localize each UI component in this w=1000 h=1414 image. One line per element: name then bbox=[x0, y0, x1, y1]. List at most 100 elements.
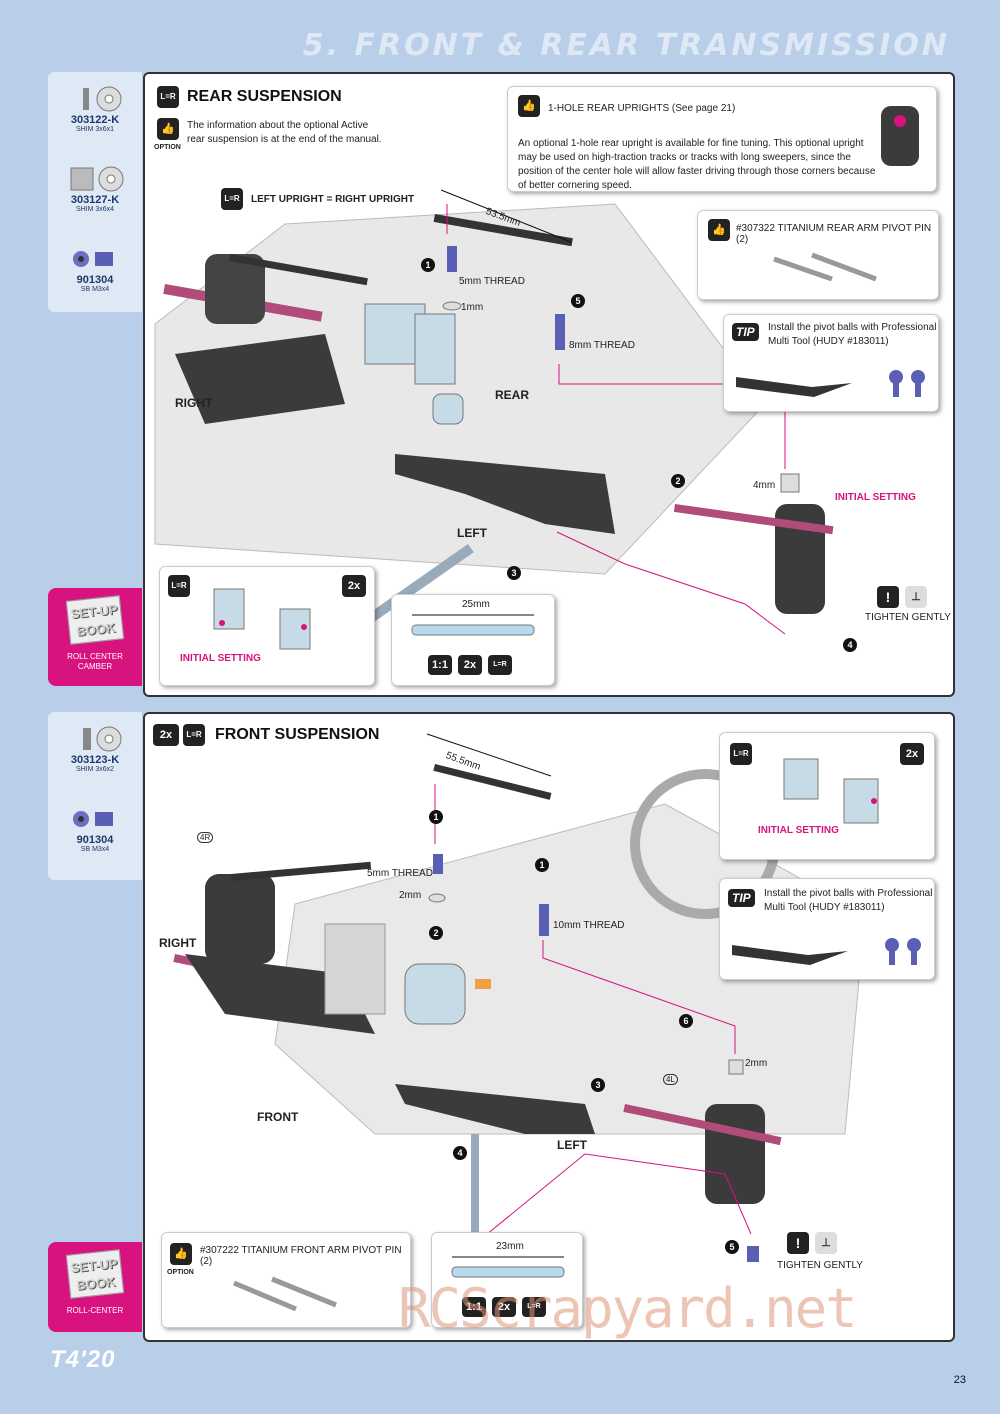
times-badge: 2x bbox=[900, 743, 924, 765]
lr-icon: L=R bbox=[168, 575, 190, 597]
rear-pin-box: 👍 #307322 TITANIUM REAR ARM PIVOT PIN (2… bbox=[697, 210, 939, 300]
step-2: 2 bbox=[671, 474, 685, 488]
option-label: OPTION bbox=[167, 1269, 194, 1276]
multitool-illustration bbox=[732, 938, 921, 965]
front-title: FRONT SUSPENSION bbox=[215, 726, 380, 743]
front-shim6: 2mm bbox=[745, 1058, 768, 1069]
times-badge: 2x bbox=[153, 724, 179, 746]
front-inset-box: L=R 2x INITIAL SETTING bbox=[719, 732, 935, 860]
upright-illustration bbox=[881, 106, 919, 166]
front-label: FRONT bbox=[257, 1110, 299, 1124]
option-title: 1-HOLE REAR UPRIGHTS (See page 21) bbox=[548, 103, 736, 114]
rear-title: REAR SUSPENSION bbox=[187, 88, 342, 105]
left-label: LEFT bbox=[457, 526, 487, 540]
pin-box-text: #307222 TITANIUM FRONT ARM PIVOT PIN (2) bbox=[200, 1245, 402, 1267]
step-3: 3 bbox=[507, 566, 521, 580]
right-label: RIGHT bbox=[175, 396, 213, 410]
page-number: 23 bbox=[953, 1374, 966, 1386]
pin-illustration bbox=[773, 252, 877, 282]
rear-pin-length-box: 25mm 1:1 2x L=R bbox=[391, 594, 555, 686]
option-text: An optional 1-hole rear upright is avail… bbox=[518, 138, 876, 191]
watermark: RCScrapyard.net bbox=[398, 1277, 858, 1340]
pin-box-text: #307322 TITANIUM REAR ARM PIVOT PIN (2) bbox=[736, 223, 932, 245]
warning-icon: ! bbox=[787, 1232, 809, 1254]
inset-initial: INITIAL SETTING bbox=[758, 825, 839, 836]
scale-badge: 1:1 bbox=[462, 1297, 486, 1317]
front-right-label: RIGHT bbox=[159, 936, 197, 950]
l4-label: 4L bbox=[663, 1074, 678, 1085]
step-3: 3 bbox=[591, 1078, 605, 1092]
front-left-label: LEFT bbox=[557, 1138, 587, 1152]
option-box-uprights: 👍 1-HOLE REAR UPRIGHTS (See page 21) An … bbox=[507, 86, 937, 192]
thumb-icon: 👍 bbox=[708, 219, 730, 241]
times-badge: 2x bbox=[342, 575, 366, 597]
front-tip-box: TIP Install the pivot balls with Profess… bbox=[719, 878, 935, 980]
inset-initial: INITIAL SETTING bbox=[180, 653, 261, 664]
lr-icon: L=R bbox=[221, 188, 243, 210]
lr-icon: L=R bbox=[183, 724, 205, 746]
rear-inset-box: L=R 2x INITIAL SETTING bbox=[159, 566, 375, 686]
step-1: 1 bbox=[421, 258, 435, 272]
step-6: 6 bbox=[679, 1014, 693, 1028]
front-thread1: 5mm THREAD bbox=[367, 868, 433, 879]
lr-icon: L=R bbox=[157, 86, 179, 108]
rear-shim4: 4mm bbox=[753, 480, 776, 491]
screw-icon: ⊥ bbox=[815, 1232, 837, 1254]
pin-drawing bbox=[451, 1256, 565, 1278]
thumb-icon: 👍 bbox=[518, 95, 540, 117]
pin-length: 23mm bbox=[496, 1241, 524, 1252]
pin-drawing bbox=[411, 614, 535, 636]
rear-diagram bbox=[154, 189, 834, 639]
warning-icon: ! bbox=[877, 586, 899, 608]
initial-setting: INITIAL SETTING bbox=[835, 492, 916, 503]
rear-label: REAR bbox=[495, 388, 530, 402]
step-5: 5 bbox=[571, 294, 585, 308]
tip-text: Install the pivot balls with Professiona… bbox=[768, 322, 937, 347]
rear-suspension-panel: L=R REAR SUSPENSION 👍 OPTION The informa… bbox=[143, 72, 955, 697]
screw-icon: ⊥ bbox=[905, 586, 927, 608]
step-1: 1 bbox=[535, 858, 549, 872]
lr-icon: L=R bbox=[522, 1297, 546, 1317]
rear-thread2: 8mm THREAD bbox=[569, 340, 635, 351]
rear-tighten: TIGHTEN GENTLY bbox=[865, 612, 951, 623]
page-header: 5. FRONT & REAR TRANSMISSION bbox=[302, 28, 950, 63]
tip-text: Install the pivot balls with Professiona… bbox=[764, 888, 933, 913]
thumb-icon: 👍 bbox=[170, 1243, 192, 1265]
front-pin-box: 👍 OPTION #307222 TITANIUM FRONT ARM PIVO… bbox=[161, 1232, 411, 1328]
step-4: 4 bbox=[453, 1146, 467, 1160]
r4-label: 4R bbox=[197, 832, 214, 843]
pin-length: 25mm bbox=[462, 599, 490, 610]
step-1: 1 bbox=[429, 810, 443, 824]
inset-illustration bbox=[213, 588, 311, 650]
front-shim: 2mm bbox=[399, 890, 422, 901]
tip-badge: TIP bbox=[728, 889, 755, 907]
info-text-1: The information about the optional Activ… bbox=[187, 120, 369, 131]
info-text-2: rear suspension is at the end of the man… bbox=[187, 134, 382, 145]
front-thread2: 10mm THREAD bbox=[553, 920, 625, 931]
front-tighten: TIGHTEN GENTLY bbox=[777, 1260, 863, 1271]
step-4: 4 bbox=[843, 638, 857, 652]
option-label: OPTION bbox=[154, 144, 181, 151]
rear-thread1: 5mm THREAD bbox=[459, 276, 525, 287]
times-badge: 2x bbox=[492, 1297, 516, 1317]
rear-shim: 1mm bbox=[461, 302, 484, 313]
upright-label: LEFT UPRIGHT = RIGHT UPRIGHT bbox=[251, 194, 415, 205]
lr-icon: L=R bbox=[488, 655, 512, 675]
multitool-illustration bbox=[736, 370, 925, 397]
tip-badge: TIP bbox=[732, 323, 759, 341]
rear-tip-box: TIP Install the pivot balls with Profess… bbox=[723, 314, 939, 412]
t420-logo: T4'20 bbox=[50, 1346, 116, 1373]
lr-icon: L=R bbox=[730, 743, 752, 765]
thumb-icon: 👍 bbox=[157, 118, 179, 140]
step-5: 5 bbox=[725, 1240, 739, 1254]
front-diagram bbox=[173, 733, 866, 1274]
step-2: 2 bbox=[429, 926, 443, 940]
